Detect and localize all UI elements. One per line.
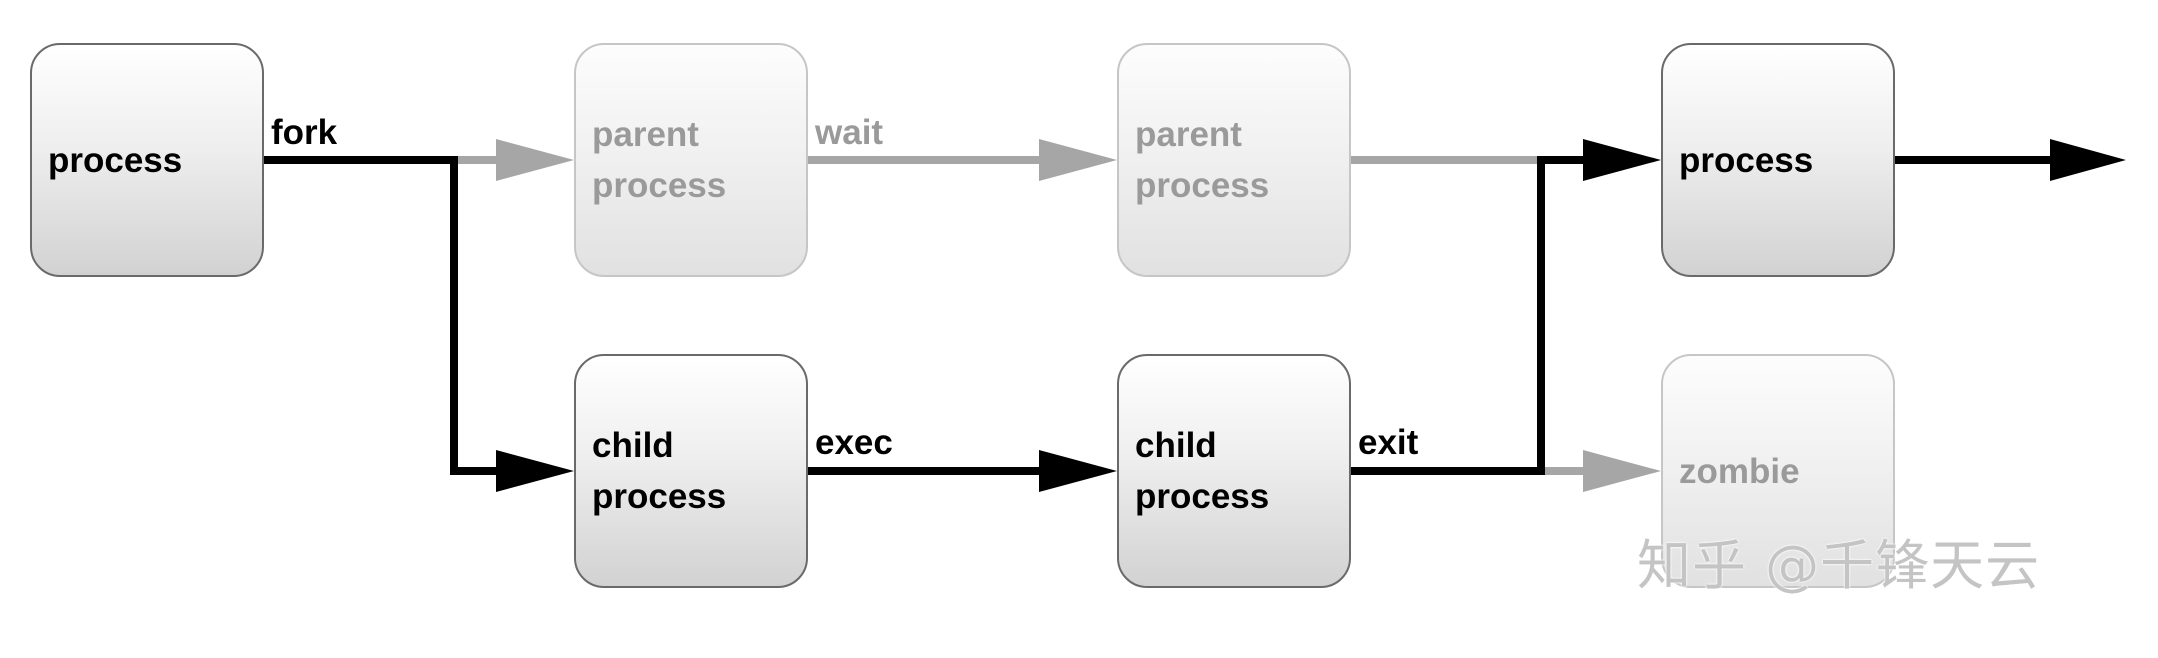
fork-to-child-arrowhead	[496, 450, 574, 492]
node-label-line2: process	[592, 477, 727, 516]
node-label-line1: parent	[592, 115, 699, 154]
zombie-node: zombie	[1661, 354, 1895, 588]
parent-process-node: parent process	[574, 43, 808, 277]
wait-arrowhead	[1039, 139, 1117, 181]
exit-to-zombie-arrowhead	[1583, 450, 1661, 492]
exec-label: exec	[815, 423, 893, 462]
exit-to-process-arrowhead	[1583, 139, 1661, 181]
child-process-node: child process	[574, 354, 808, 588]
node-label-line2: process	[1135, 477, 1270, 516]
node-label: zombie	[1679, 451, 1800, 491]
node-label-line2: process	[592, 166, 727, 205]
fork-to-child-line	[264, 156, 500, 475]
process-end-node: process	[1661, 43, 1895, 277]
fork-label: fork	[271, 113, 338, 152]
fork-to-parent-arrowhead	[496, 139, 574, 181]
node-label: process	[1679, 140, 1814, 180]
node-label-line1: parent	[1135, 115, 1242, 154]
node-label-line2: process	[1135, 166, 1270, 205]
node-label: process	[48, 140, 183, 180]
node-label-line1: child	[592, 426, 674, 465]
node-label-line1: child	[1135, 426, 1217, 465]
child-process-after-exec-node: child process	[1117, 354, 1351, 588]
parent-process-after-wait-node: parent process	[1117, 43, 1351, 277]
process-start-node: process	[30, 43, 264, 277]
exit-label: exit	[1358, 423, 1419, 462]
wait-label: wait	[815, 113, 884, 152]
process-output-arrowhead	[2050, 139, 2126, 181]
exit-to-process-line	[1351, 156, 1587, 475]
watermark: 知乎 @千锋天云	[1637, 534, 2041, 597]
exec-arrowhead	[1039, 450, 1117, 492]
